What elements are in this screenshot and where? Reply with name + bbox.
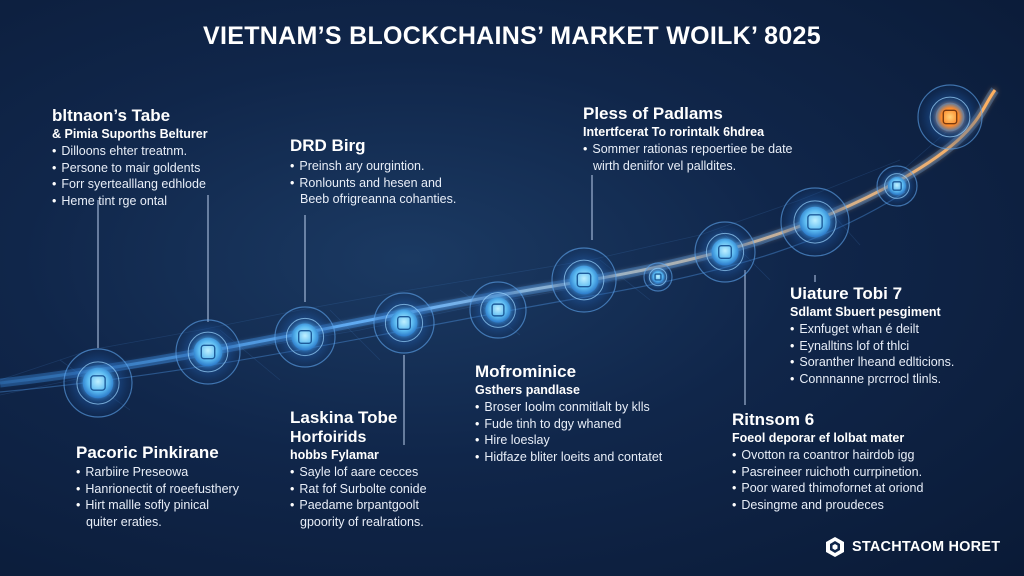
bullet-item: Desingme and proudeces	[732, 497, 923, 514]
bullet-item: Connnanne prcrrocl tlinls.	[790, 371, 954, 388]
stage-block-5: Mofrominice Gsthers pandlase Broser Iool…	[475, 362, 662, 465]
bullet-item: Ronlounts and hesen and	[290, 175, 456, 192]
bullet-continuation: quiter eraties.	[86, 514, 162, 529]
bullet-item: Dilloons ehter treatnm.	[52, 143, 208, 160]
stage-heading: Mofrominice	[475, 362, 577, 381]
brand-logo-text: STACHTAOM HORET	[852, 539, 1001, 555]
bullet-item: Hidfaze bliter loeits and contatet	[475, 449, 662, 466]
connector-lines	[97, 175, 816, 445]
stage-bullets: Sayle lof aare cecces Rat fof Surbolte c…	[290, 464, 427, 530]
bullet-item: Sommer rationas repoertiee be date	[583, 141, 792, 158]
brand-logo: STACHTAOM HORET	[824, 536, 1000, 558]
hexagon-logo-icon	[826, 537, 844, 557]
chain-icon	[643, 262, 673, 292]
bullet-item: Broser Ioolm conmitlalt by klls	[475, 399, 662, 416]
stage-heading: Laskina Tobe	[290, 408, 398, 427]
globe-icon	[780, 187, 850, 257]
stage-subheading: Intertfcerat To rorintalk 6hdrea	[583, 125, 765, 139]
stage-bullets: Preinsh ary ourgintion. Ronlounts and he…	[290, 158, 456, 208]
gear-icon	[175, 319, 241, 385]
bullet-item: Rarbiire Preseowa	[76, 464, 239, 481]
wallet-icon	[469, 281, 527, 339]
stage-subheading: Foeol deporar ef lolbat mater	[732, 431, 905, 445]
stage-block-3: Pless of Padlams Intertfcerat To rorinta…	[583, 104, 793, 174]
stage-bullets: Broser Ioolm conmitlalt by klls Fude tin…	[475, 399, 662, 465]
stage-heading: Pless of Padlams	[583, 104, 723, 123]
bullet-item: Hire loeslay	[475, 432, 662, 449]
stage-block-4: Uiature Tobi 7 Sdlamt Sbuert pesgiment E…	[790, 284, 954, 387]
stage-heading-line-2: Horfoirids	[290, 429, 367, 446]
bullet-item: Preinsh ary ourgintion.	[290, 158, 456, 175]
bullet-item: Sayle lof aare cecces	[290, 464, 427, 481]
stage-bullets: Rarbiire Preseowa Hanrionectit of roeefu…	[76, 464, 239, 530]
stage-block-6: Ritnsom 6 Foeol deporar ef lolbat mater …	[732, 410, 923, 513]
page-title: VIETNAM’S BLOCKCHAINS’ MARKET WOILK’ 802…	[203, 22, 821, 50]
stage-bullets: Exnfuget whan é deilt Eynalltins lof of …	[790, 321, 954, 387]
stage-heading: Ritnsom 6	[732, 410, 815, 429]
stage-subheading: & Pimia Suporths Belturer	[52, 127, 208, 141]
bullet-item: Eynalltins lof of thlci	[790, 338, 954, 355]
network-icon	[551, 247, 617, 313]
stage-block-1: bltnaon’s Tabe & Pimia Suporths Belturer…	[52, 106, 208, 209]
bullet-item: Exnfuget whan é deilt	[790, 321, 954, 338]
bullet-item: Poor wared thimofornet at oriond	[732, 480, 923, 497]
stage-block-7: Laskina Tobe Horfoirids hobbs Fylamar Sa…	[290, 408, 427, 530]
bullet-item: Ovotton ra coantror hairdob igg	[732, 447, 923, 464]
bullet-continuation: Beeb ofrigreanna cohanties.	[300, 192, 457, 206]
stage-heading: Uiature Tobi 7	[790, 284, 903, 303]
node-icon	[917, 84, 983, 150]
stage-subheading: hobbs Fylamar	[290, 448, 379, 462]
bullet-continuation: gpoority of realrations.	[300, 514, 424, 529]
bullet-item: Paedame brpantgoolt	[290, 497, 427, 514]
stage-block-2: DRD Birg Preinsh ary ourgintion. Ronloun…	[290, 136, 456, 208]
bullet-item: Heme tint rge ontal	[52, 193, 208, 210]
bullet-item: Fude tinh to dgy whaned	[475, 416, 662, 433]
timeline-nodes	[63, 84, 983, 418]
stage-block-8: Pacoric Pinkirane Rarbiire Preseowa Hanr…	[76, 443, 239, 530]
stage-bullets: Sommer rationas repoertiee be date wirth…	[583, 141, 792, 174]
bullet-item: Soranther lheand edlticions.	[790, 354, 954, 371]
bullet-item: Persone to mair goldents	[52, 160, 208, 177]
shield-icon	[694, 221, 756, 283]
bullet-item: Pasreineer ruichoth currpinetion.	[732, 464, 923, 481]
stage-heading: DRD Birg	[290, 136, 366, 155]
stage-subheading: Sdlamt Sbuert pesgiment	[790, 305, 941, 319]
bullet-item: Rat fof Surbolte conide	[290, 481, 426, 498]
bullet-item: Forr syertealllang edhlode	[52, 176, 208, 193]
cube-icon	[373, 292, 435, 354]
stage-heading: bltnaon’s Tabe	[52, 106, 171, 125]
bullet-item: Hirt mallle sofly pinical	[76, 497, 239, 514]
stage-bullets: Dilloons ehter treatnm. Persone to mair …	[52, 143, 208, 209]
circuit-icon	[63, 348, 133, 418]
stage-bullets: Ovotton ra coantror hairdob igg Pasreine…	[732, 447, 923, 513]
stage-subheading: Gsthers pandlase	[475, 383, 580, 397]
stage-heading: Pacoric Pinkirane	[76, 443, 219, 462]
coin-icon	[876, 165, 918, 207]
chip-icon	[274, 306, 336, 368]
bullet-item: Hanrionectit of roeefusthery	[76, 481, 239, 498]
bullet-continuation: wirth deniifor vel palldites.	[593, 158, 737, 173]
